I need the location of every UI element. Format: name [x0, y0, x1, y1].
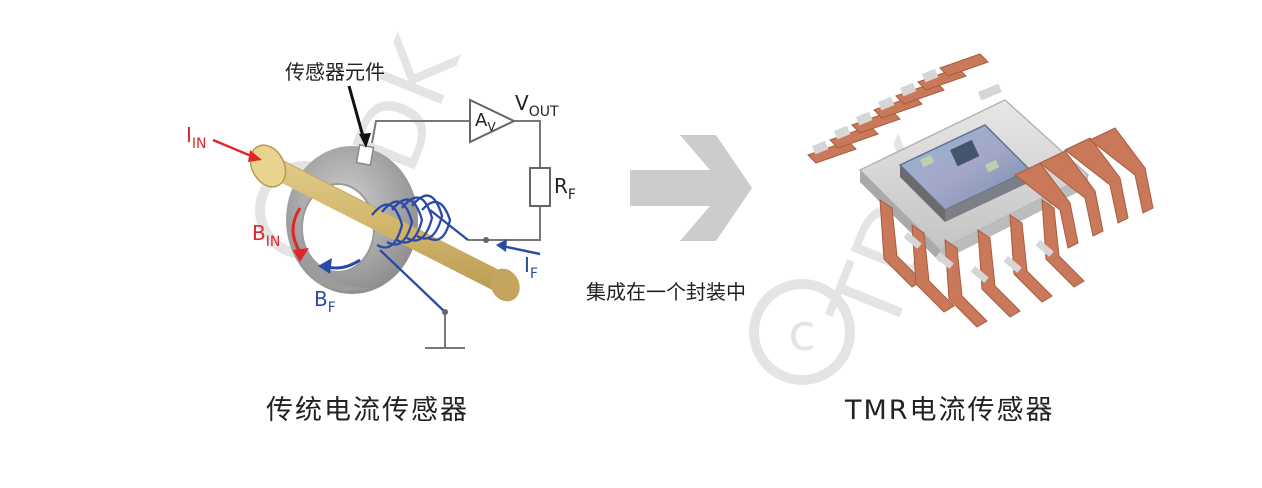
junction-dot	[483, 237, 489, 243]
core-front	[300, 258, 370, 291]
feedback-coil	[371, 194, 469, 313]
caption-tmr: TMR电流传感器	[845, 395, 1055, 426]
a-v-label: AV	[475, 110, 496, 134]
conductor-rod	[249, 144, 520, 302]
circuit-wires	[371, 120, 541, 349]
amplifier-triangle	[469, 98, 517, 144]
b-in-label: BIN	[252, 221, 280, 250]
svg-text:c: c	[788, 304, 816, 362]
transition-arrow	[630, 135, 752, 241]
v-out-label: VOUT	[515, 91, 559, 120]
sensor-pointer	[347, 85, 371, 148]
resistor-rf	[529, 167, 551, 207]
integration-text: 集成在一个封装中	[586, 280, 746, 304]
junction-dot	[442, 309, 448, 315]
b-in-arrow	[291, 207, 309, 262]
r-f-label: RF	[554, 174, 576, 203]
i-f-arrow	[496, 239, 541, 256]
b-f-arrow	[318, 258, 361, 274]
b-f-label: BF	[314, 287, 336, 316]
tmr-package	[807, 53, 1154, 328]
i-f-label: IF	[524, 253, 538, 282]
i-in-label: IIN	[186, 123, 207, 152]
i-in-arrow	[212, 138, 262, 162]
sensor-element-label: 传感器元件	[285, 60, 385, 84]
caption-traditional: 传统电流传感器	[266, 395, 469, 426]
